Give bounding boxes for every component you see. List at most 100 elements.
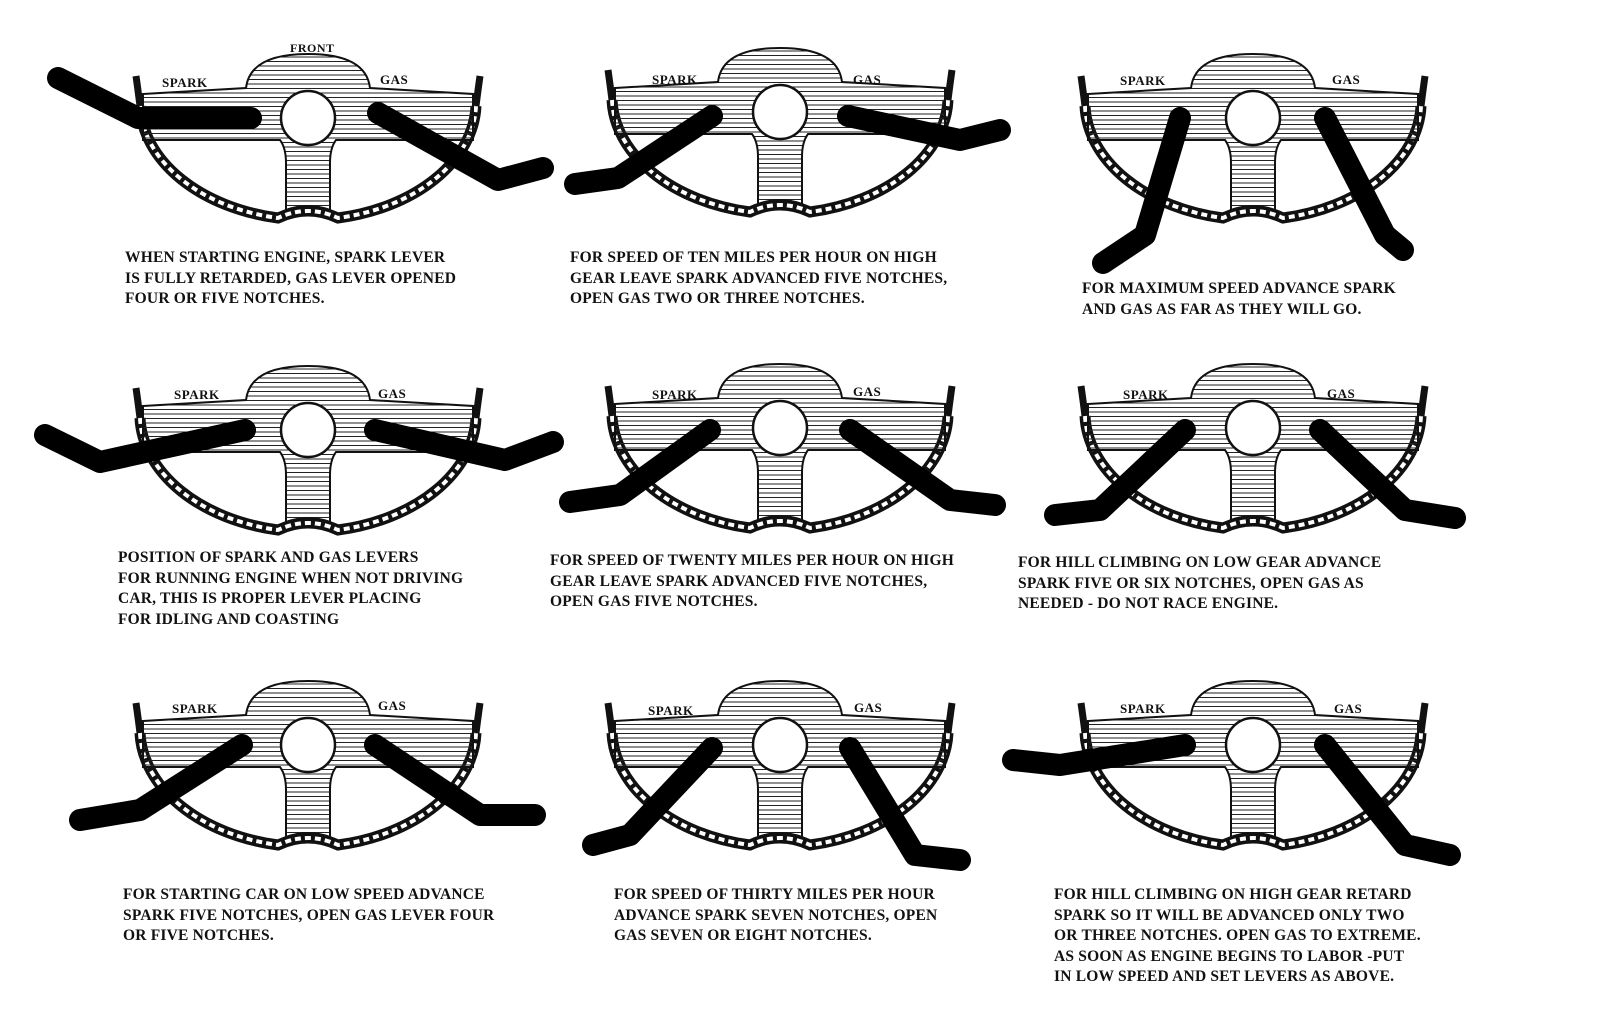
caption-line: AS SOON AS ENGINE BEGINS TO LABOR -PUT (1054, 947, 1405, 965)
wheel-rim-notches (1083, 415, 1423, 531)
caption-line: IS FULLY RETARDED, GAS LEVER OPENED (125, 269, 457, 287)
steering-column-hub (1224, 89, 1282, 147)
caption-line: FOR STARTING CAR ON LOW SPEED ADVANCE (123, 886, 485, 903)
rim-tab-right (1417, 75, 1429, 107)
caption-line: FOR HILL CLIMBING ON LOW GEAR ADVANCE (1018, 554, 1382, 571)
gas-label: GAS (1332, 72, 1361, 87)
spark-lever (564, 105, 723, 195)
caption-line: FOR IDLING AND COASTING (118, 610, 340, 628)
spark-label: SPARK (648, 703, 694, 718)
caption-line: SPARK FIVE OR SIX NOTCHES, OPEN GAS AS (1018, 574, 1364, 592)
wheel-rim-notches (138, 732, 478, 848)
wheel-rim-notches (1083, 105, 1423, 221)
caption-line: OPEN GAS TWO OR THREE NOTCHES. (570, 290, 865, 307)
rim-tab-right (472, 75, 484, 107)
wheel-panel-2 (564, 46, 1011, 218)
rim-tab-right (944, 69, 956, 101)
caption-line: OR THREE NOTCHES. OPEN GAS TO EXTREME. (1054, 927, 1421, 944)
rim-tab-left (604, 69, 616, 101)
spark-label: SPARK (172, 701, 218, 716)
gas-label: GAS (853, 72, 882, 87)
steering-column-hub (751, 716, 809, 774)
spark-lever (69, 734, 253, 831)
gas-lever (1309, 419, 1466, 529)
caption-line: ADVANCE SPARK SEVEN NOTCHES, OPEN (614, 906, 938, 924)
caption-line: SPARK SO IT WILL BE ADVANCED ONLY TWO (1054, 906, 1405, 924)
wheel-rim-notches (1083, 732, 1423, 848)
caption-line: NEEDED - DO NOT RACE ENGINE. (1018, 595, 1279, 612)
rim-tab-left (1077, 75, 1089, 107)
caption-line: FOR RUNNING ENGINE WHEN NOT DRIVING (118, 569, 464, 587)
spark-lever (582, 737, 723, 856)
spark-lever (1092, 107, 1191, 274)
wheel-panel-9 (1002, 679, 1461, 866)
wheel-rim-notches (138, 417, 478, 533)
rim-tab-left (1077, 385, 1089, 417)
caption-line: OPEN GAS FIVE NOTCHES. (550, 593, 758, 610)
caption-line: WHEN STARTING ENGINE, SPARK LEVER (125, 249, 446, 266)
caption-line: POSITION OF SPARK AND GAS LEVERS (118, 549, 419, 566)
spark-label: SPARK (162, 75, 208, 90)
wheel-rim-notches (610, 732, 950, 848)
caption-line: FOUR OR FIVE NOTCHES. (125, 290, 325, 307)
panel-caption: FOR MAXIMUM SPEED ADVANCE SPARK AND GAS A… (1082, 279, 1396, 320)
gas-label: GAS (1327, 386, 1356, 401)
wheel-panel-6 (1044, 362, 1466, 534)
panel-caption: POSITION OF SPARK AND GAS LEVERS FOR RUNN… (118, 548, 463, 630)
gas-label: GAS (1334, 701, 1363, 716)
steering-column-hub (1224, 716, 1282, 774)
rim-tab-right (1417, 385, 1429, 417)
wheel-panel-3 (1077, 52, 1429, 274)
wheel-panel-8 (582, 679, 971, 871)
front-label: FRONT (290, 41, 335, 55)
caption-line: FOR SPEED OF THIRTY MILES PER HOUR (614, 886, 935, 903)
steering-column-hub (751, 83, 809, 141)
caption-line: FOR MAXIMUM SPEED ADVANCE SPARK (1082, 280, 1396, 297)
spark-lever (34, 419, 256, 473)
wheel-panel-1 (47, 52, 554, 224)
spark-label: SPARK (652, 72, 698, 87)
spark-label: SPARK (1123, 387, 1169, 402)
caption-line: SPARK FIVE NOTCHES, OPEN GAS LEVER FOUR (123, 906, 495, 924)
gas-label: GAS (380, 72, 409, 87)
spark-label: SPARK (652, 387, 698, 402)
spark-lever (559, 419, 721, 513)
steering-column-hub (1224, 399, 1282, 457)
wheel-panel-4 (34, 364, 564, 536)
caption-line: GEAR LEAVE SPARK ADVANCED FIVE NOTCHES, (550, 572, 928, 590)
gas-lever (364, 419, 564, 471)
rim-tab-left (604, 702, 616, 734)
caption-line: CAR, THIS IS PROPER LEVER PLACING (118, 590, 422, 607)
rim-tab-right (944, 385, 956, 417)
caption-line: GAS SEVEN OR EIGHT NOTCHES. (614, 927, 872, 944)
gas-lever (364, 734, 546, 826)
rim-tab-left (604, 385, 616, 417)
gas-lever (837, 105, 1011, 151)
gas-lever (1314, 107, 1414, 261)
caption-line: AND GAS AS FAR AS THEY WILL GO. (1082, 300, 1362, 318)
rim-tab-left (132, 702, 144, 734)
panel-caption: FOR HILL CLIMBING ON HIGH GEAR RETARD SPA… (1054, 885, 1421, 988)
caption-line: FOR HILL CLIMBING ON HIGH GEAR RETARD (1054, 886, 1412, 903)
wheel-rim-notches (138, 105, 478, 221)
rim-tab-right (472, 702, 484, 734)
spark-lever (47, 67, 262, 129)
spark-label: SPARK (1120, 701, 1166, 716)
rim-tab-left (1077, 702, 1089, 734)
caption-line: GEAR LEAVE SPARK ADVANCED FIVE NOTCHES, (570, 269, 948, 287)
caption-line: FOR SPEED OF TWENTY MILES PER HOUR ON HI… (550, 552, 954, 569)
wheel-panel-5 (559, 362, 1006, 534)
panel-caption: FOR HILL CLIMBING ON LOW GEAR ADVANCE SPA… (1018, 553, 1381, 615)
panel-caption: WHEN STARTING ENGINE, SPARK LEVER IS FULL… (125, 248, 456, 310)
caption-line: OR FIVE NOTCHES. (123, 927, 274, 944)
panel-caption: FOR SPEED OF TWENTY MILES PER HOUR ON HI… (550, 551, 954, 613)
spark-lever (1044, 419, 1196, 526)
rim-tab-right (1417, 702, 1429, 734)
gas-lever (839, 737, 971, 871)
gas-lever (367, 102, 554, 191)
steering-column-hub (751, 399, 809, 457)
gas-label: GAS (854, 700, 883, 715)
rim-tab-left (132, 75, 144, 107)
